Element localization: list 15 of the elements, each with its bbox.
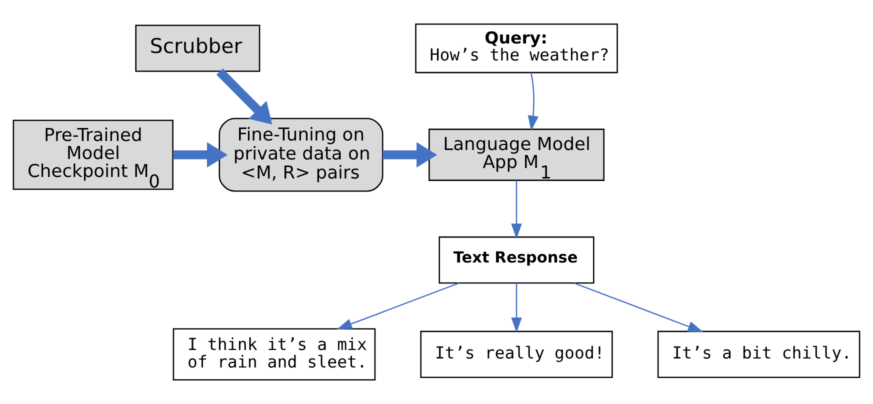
arrow [528, 72, 538, 131]
node-box: It’s really good! [420, 330, 613, 378]
arrow [511, 180, 522, 239]
node-box: Text Response [438, 236, 594, 284]
arrow [216, 68, 272, 125]
arrow [173, 142, 228, 168]
arrow [382, 142, 438, 168]
arrow [574, 282, 704, 332]
node-box: I think it’s a mix of rain and sleet. [172, 328, 376, 381]
arrow [336, 282, 460, 330]
node-box: Fine-Tuning on private data on <M, R> pairs [218, 118, 384, 192]
node-box: Scrubber [135, 24, 260, 72]
node-box: It’s a bit chilly. [657, 330, 860, 378]
arrow [511, 283, 522, 333]
node-box: Query: How’s the weather? [415, 23, 618, 74]
